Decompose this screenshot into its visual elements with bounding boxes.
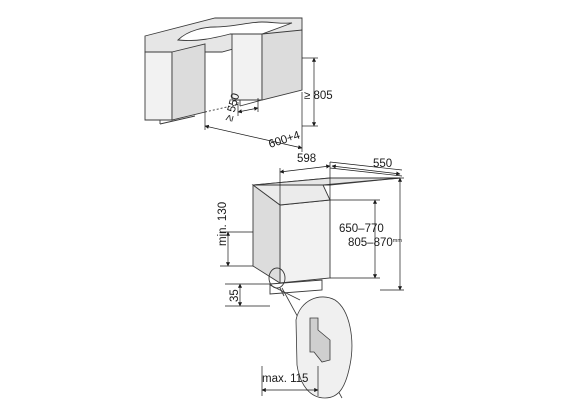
plinth-depth-dimension (261, 366, 319, 396)
right-cabinet-front (231, 33, 263, 101)
plinth-top-label: min. 130 (217, 202, 229, 246)
top-width-label: 600+4 (267, 129, 302, 151)
detail-plinth-profile (309, 317, 331, 363)
right-cabinet-side (261, 29, 303, 101)
appliance-width-label: 598 (297, 153, 316, 165)
plinth-depth-label: max. 115 (262, 373, 308, 385)
niche-height-label: 805–870mm (348, 237, 402, 249)
top-height-label: ≥ 805 (304, 90, 333, 102)
niche-height-unit: mm (393, 238, 403, 244)
top-depth-label: ≥ 550 (223, 92, 242, 123)
niche-height-value: 805–870 (348, 237, 393, 249)
appliance-depth-label: 550 (373, 158, 392, 170)
top-dimensions (204, 57, 318, 152)
appliance-height-label: 650–770 (339, 223, 384, 235)
countertop-cutout (177, 21, 293, 41)
plinth-detail-circle (268, 267, 286, 289)
cabinet-niche-drawing (144, 17, 303, 125)
plinth-detail (269, 284, 353, 399)
left-cabinet-side (171, 43, 206, 121)
left-cabinet-front (144, 51, 173, 121)
appliance-door (279, 199, 331, 284)
bottom-dimensions (220, 161, 404, 307)
plinth-height-label: 35 (229, 289, 241, 302)
